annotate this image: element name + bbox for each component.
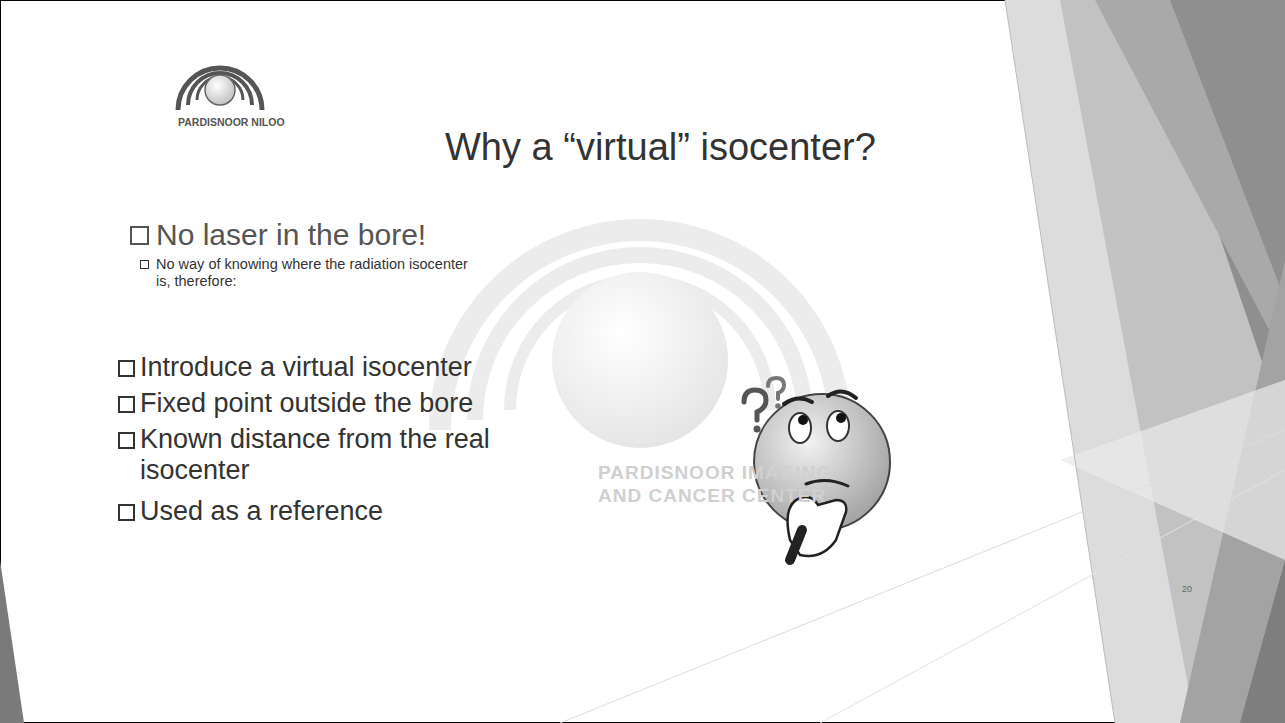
bullet-box	[118, 360, 135, 377]
bullet-box	[130, 226, 149, 245]
sub-bullet-text: No way of knowing where the radiation is…	[140, 256, 486, 289]
bullet-text: Known distance from the real isocenter	[118, 424, 490, 486]
slide-title: Why a “virtual” isocenter?	[445, 126, 876, 170]
logo-mark	[178, 68, 262, 110]
bullet-box	[118, 504, 135, 521]
watermark-text: PARDISNOOR IMAGING	[598, 462, 832, 484]
corner-strip	[0, 560, 24, 723]
bullet-text: Fixed point outside the bore	[118, 388, 473, 419]
bullet-box	[118, 396, 135, 413]
bullet-text: Used as a reference	[118, 496, 383, 527]
logo-text: PARDISNOOR NILOO	[178, 116, 285, 128]
watermark-text: AND CANCER CENTER	[598, 485, 826, 507]
bullet-text: Introduce a virtual isocenter	[118, 352, 472, 383]
bullet-text: No laser in the bore!	[130, 218, 426, 253]
bullet-box	[140, 260, 149, 269]
page-number: 20	[1182, 584, 1192, 594]
bullet-box	[118, 432, 135, 449]
